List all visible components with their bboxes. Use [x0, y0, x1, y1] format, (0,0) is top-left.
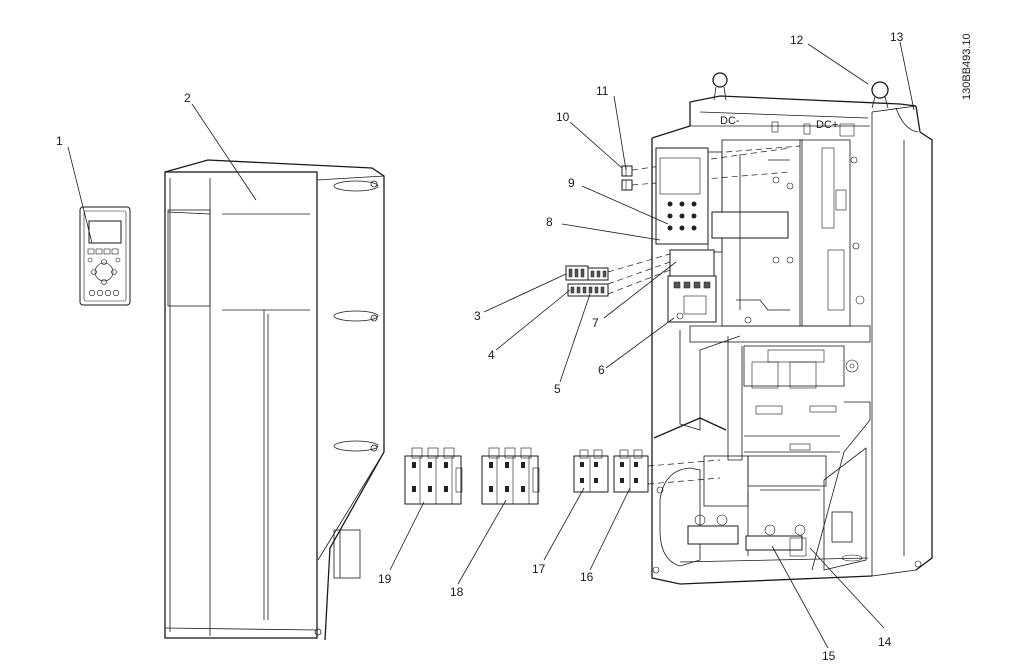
terminal-block-19 — [404, 447, 463, 505]
callout-15: 15 — [822, 649, 836, 663]
callout-18: 18 — [450, 585, 464, 599]
callout-8: 8 — [546, 215, 553, 229]
callout-numbers: 1 2 3 4 5 6 7 8 9 10 11 12 13 14 15 16 1… — [56, 30, 904, 663]
drive-enclosure: DC- DC+ — [651, 72, 933, 585]
callout-6: 6 — [598, 363, 605, 377]
svg-text:DC-: DC- — [720, 115, 740, 127]
control-terminals — [565, 253, 671, 297]
callout-12: 12 — [790, 33, 804, 47]
terminal-block-18 — [481, 447, 540, 505]
front-cover — [164, 159, 385, 641]
callout-16: 16 — [580, 570, 594, 584]
document-id: 130BB493.10 — [961, 33, 973, 100]
keypad-panel — [79, 206, 131, 306]
terminal-block-17 — [573, 449, 609, 493]
leader-lines — [67, 41, 915, 649]
callout-2: 2 — [184, 91, 191, 105]
callout-19: 19 — [378, 572, 392, 586]
callout-11: 11 — [596, 84, 609, 98]
svg-text:DC+: DC+ — [816, 119, 838, 131]
callout-10: 10 — [556, 110, 570, 124]
callout-13: 13 — [890, 30, 904, 44]
callout-7: 7 — [592, 316, 599, 330]
callout-5: 5 — [554, 382, 561, 396]
callout-3: 3 — [474, 309, 481, 323]
terminal-block-16 — [613, 449, 649, 493]
callout-17: 17 — [532, 562, 546, 576]
callout-1: 1 — [56, 134, 63, 148]
callout-4: 4 — [488, 348, 495, 362]
callout-14: 14 — [878, 635, 892, 649]
callout-9: 9 — [568, 176, 575, 190]
